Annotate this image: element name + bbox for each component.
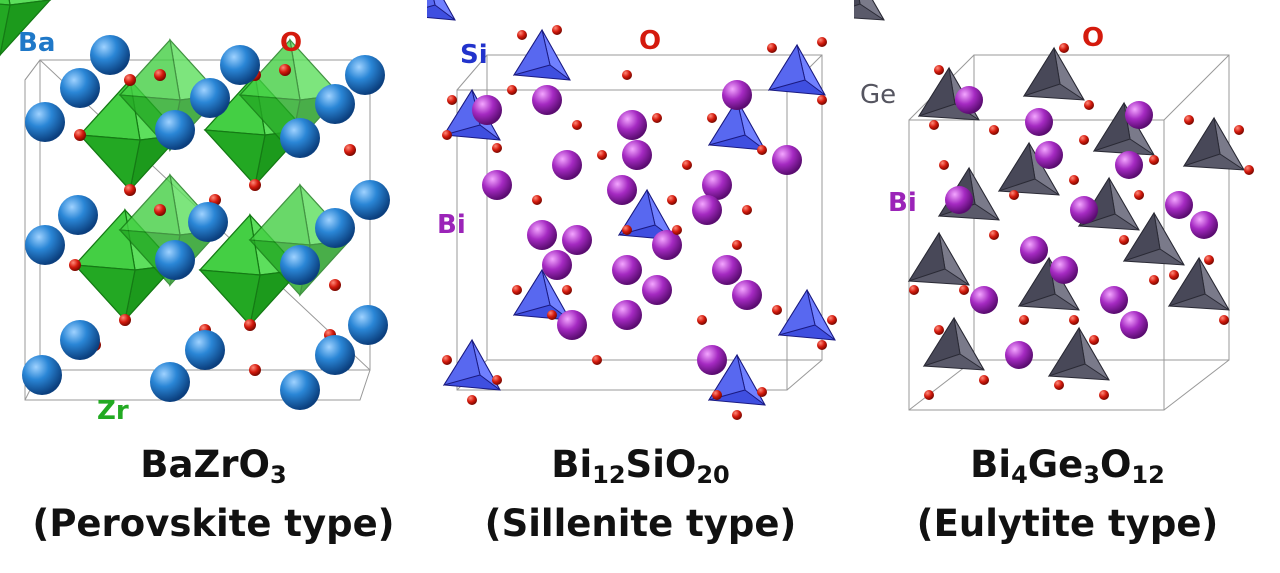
formula-subscript: 12 bbox=[1131, 461, 1165, 489]
formula-text: O bbox=[1099, 443, 1132, 486]
perovskite-structure bbox=[0, 0, 390, 410]
formula-subscript: 4 bbox=[1011, 461, 1028, 489]
label-zr: Zr bbox=[97, 396, 129, 426]
formula-text: Bi bbox=[970, 443, 1012, 486]
label-ge: Ge bbox=[860, 80, 897, 110]
formula-subscript: 3 bbox=[270, 461, 287, 489]
type-perovskite: (Perovskite type) bbox=[32, 502, 395, 545]
eulytite-structure bbox=[854, 0, 1254, 411]
sillenite-structure bbox=[427, 0, 837, 420]
label-bi: Bi bbox=[437, 210, 466, 240]
label-o: O bbox=[280, 28, 303, 58]
formula-text: Bi bbox=[551, 443, 593, 486]
type-sillenite: (Sillenite type) bbox=[484, 502, 797, 545]
ge-tetrahedra bbox=[854, 0, 885, 21]
type-eulytite: (Eulytite type) bbox=[916, 502, 1219, 545]
label-bi: Bi bbox=[888, 188, 917, 218]
label-o: O bbox=[639, 26, 662, 56]
formula-text: BaZrO bbox=[140, 443, 270, 486]
si-tetrahedra bbox=[427, 0, 456, 21]
label-o: O bbox=[1082, 23, 1105, 53]
formula-subscript: 3 bbox=[1083, 461, 1100, 489]
bi-atoms bbox=[945, 86, 1218, 369]
bi-atoms bbox=[472, 80, 802, 375]
panel-perovskite: Ba O Zr BaZrO3 (Perovskite type) bbox=[0, 0, 427, 573]
panel-sillenite: Si O Bi Bi12SiO20 (Sillenite type) bbox=[427, 0, 854, 573]
formula-text: Ge bbox=[1027, 443, 1084, 486]
panel-eulytite: Ge O Bi Bi4Ge3O12 (Eulytite type) bbox=[854, 0, 1280, 573]
zr-octahedra bbox=[0, 0, 52, 57]
formula-subscript: 12 bbox=[592, 461, 626, 489]
formula-bi4ge3o12: Bi4Ge3O12 bbox=[854, 446, 1280, 487]
formula-text: SiO bbox=[625, 443, 697, 486]
label-si: Si bbox=[460, 40, 488, 70]
formula-bi12sio20: Bi12SiO20 bbox=[427, 446, 854, 487]
o-atoms bbox=[442, 25, 837, 420]
formula-bazro3: BaZrO3 bbox=[0, 446, 427, 487]
formula-subscript: 20 bbox=[696, 461, 730, 489]
o-atoms bbox=[909, 43, 1254, 400]
label-ba: Ba bbox=[18, 28, 56, 58]
ba-atoms bbox=[22, 35, 390, 410]
